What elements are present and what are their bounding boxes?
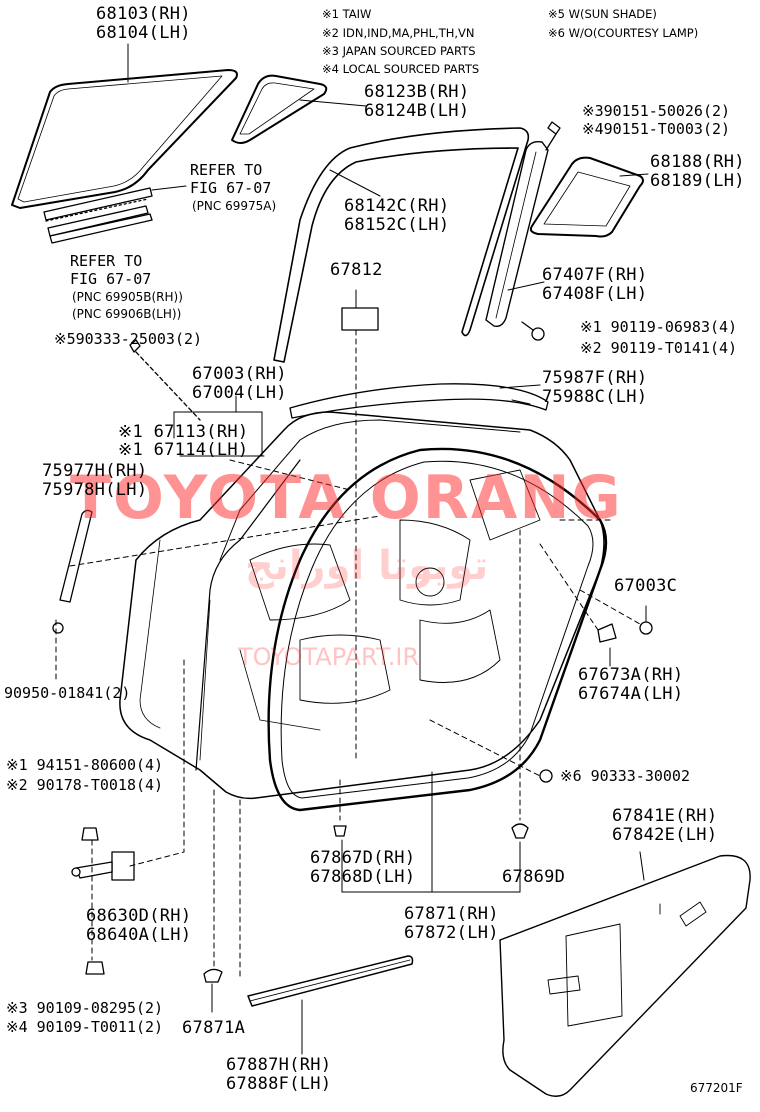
label-94151-80600[interactable]: ※1 94151-80600(4) [6,756,164,774]
belt-moulding-shapes [43,187,153,244]
label-68189[interactable]: 68189(LH) [650,171,745,191]
label-67004[interactable]: 67004(LH) [192,383,287,403]
label-67868d[interactable]: 67868D(LH) [310,867,416,887]
label-67871[interactable]: 67871(RH) [404,904,499,924]
refer1-line3: (PNC 69975A) [192,199,277,213]
label-67869d[interactable]: 67869D [502,867,566,887]
label-68104[interactable]: 68104(LH) [96,23,191,43]
door-check-shape [71,851,135,881]
watermark-main: TOYOTA ORANG [70,463,623,533]
label-90178-t0018[interactable]: ※2 90178-T0018(4) [6,776,164,794]
refer2-line3: (PNC 69905B(RH)) [72,290,183,304]
label-75978h[interactable]: 75978H(LH) [42,480,148,500]
watermark-site: TOYOTAPART.IR [238,643,420,671]
refer2-line1: REFER TO [70,252,143,270]
label-90109-08295[interactable]: ※3 90109-08295(2) [6,999,164,1017]
label-68103[interactable]: 68103(RH) [96,4,191,24]
label-67841e[interactable]: 67841E(RH) [612,806,718,826]
note-6: ※6 W/O(COURTESY LAMP) [548,26,699,40]
screw-icon-90119 [521,321,545,341]
label-67003[interactable]: 67003(RH) [192,364,287,384]
frame-moulding-shape [289,383,549,419]
label-90119-06983[interactable]: ※1 90119-06983(4) [580,318,738,336]
label-75987f[interactable]: 75987F(RH) [542,368,648,388]
screw-icon-90151 [545,121,561,151]
label-90950-01841[interactable]: 90950-01841(2) [4,684,131,702]
door-panel-shape [119,411,605,800]
label-90333-30002[interactable]: ※6 90333-30002 [560,767,690,785]
label-75988c[interactable]: 75988C(LH) [542,387,648,407]
label-67812[interactable]: 67812 [330,260,383,280]
label-67871a[interactable]: 67871A [182,1018,246,1038]
label-67003c[interactable]: 67003C [614,576,678,596]
label-67408f[interactable]: 67408F(LH) [542,284,648,304]
lower-weatherstrip-shape [247,955,414,1007]
label-68630d[interactable]: 68630D(RH) [86,906,192,926]
label-68142c[interactable]: 68142C(RH) [344,196,450,216]
label-67673a[interactable]: 67673A(RH) [578,665,684,685]
label-67842e[interactable]: 67842E(LH) [612,825,718,845]
note-3: ※3 JAPAN SOURCED PARTS [322,44,476,58]
label-90333-25003[interactable]: ※590333-25003(2) [54,330,203,348]
label-67872[interactable]: 67872(LH) [404,923,499,943]
door-glass-shape [11,69,238,209]
refer1-line2: FIG 67-07 [190,179,272,197]
label-90109-t0011[interactable]: ※4 90109-T0011(2) [6,1018,164,1036]
label-67888f[interactable]: 67888F(LH) [226,1074,332,1094]
pillar-garnish-shape [59,509,93,603]
hole-cover-shape [499,854,751,1097]
note-4: ※4 LOCAL SOURCED PARTS [322,62,480,76]
refer2-line2: FIG 67-07 [70,270,152,288]
figure-id: 677201F [690,1081,743,1095]
quarter-glass-shape [231,74,328,144]
label-67114[interactable]: ※1 67114(LH) [118,440,249,460]
guide-lines [55,329,641,981]
label-68123b[interactable]: 68123B(RH) [364,82,470,102]
refer2-line4: (PNC 69906B(LH)) [72,307,182,321]
clip-icon-90333 [129,339,141,353]
label-75977h[interactable]: 75977H(RH) [42,461,148,481]
watermark-arabic: تويوتا اورانج [245,543,489,589]
label-90119-t0141[interactable]: ※2 90119-T0141(4) [580,339,738,357]
label-68124b[interactable]: 68124B(LH) [364,101,470,121]
label-67887h[interactable]: 67887H(RH) [226,1055,332,1075]
note-2: ※2 IDN,IND,MA,PHL,TH,VN [322,26,475,40]
weatherstrip-shape [267,447,608,812]
label-67674a[interactable]: 67674A(LH) [578,684,684,704]
leader-lines [127,43,649,1055]
refer1-line1: REFER TO [190,161,263,179]
label-67867d[interactable]: 67867D(RH) [310,848,416,868]
label-67407f[interactable]: 67407F(RH) [542,265,648,285]
label-68152c[interactable]: 68152C(LH) [344,215,450,235]
quarter-seal-shape [529,156,644,238]
label-68188[interactable]: 68188(RH) [650,152,745,172]
pad-shape-67812 [341,307,379,331]
label-90151-50026[interactable]: ※390151-50026(2) [582,102,731,120]
run-channel-shape [273,127,530,363]
label-68640a[interactable]: 68640A(LH) [86,925,192,945]
note-1: ※1 TAIW [322,7,372,21]
label-67113[interactable]: ※1 67113(RH) [118,422,249,442]
label-90151-t0003[interactable]: ※490151-T0003(2) [582,120,731,138]
division-bar-shape [485,140,549,328]
note-5: ※5 W(SUN SHADE) [548,7,657,21]
